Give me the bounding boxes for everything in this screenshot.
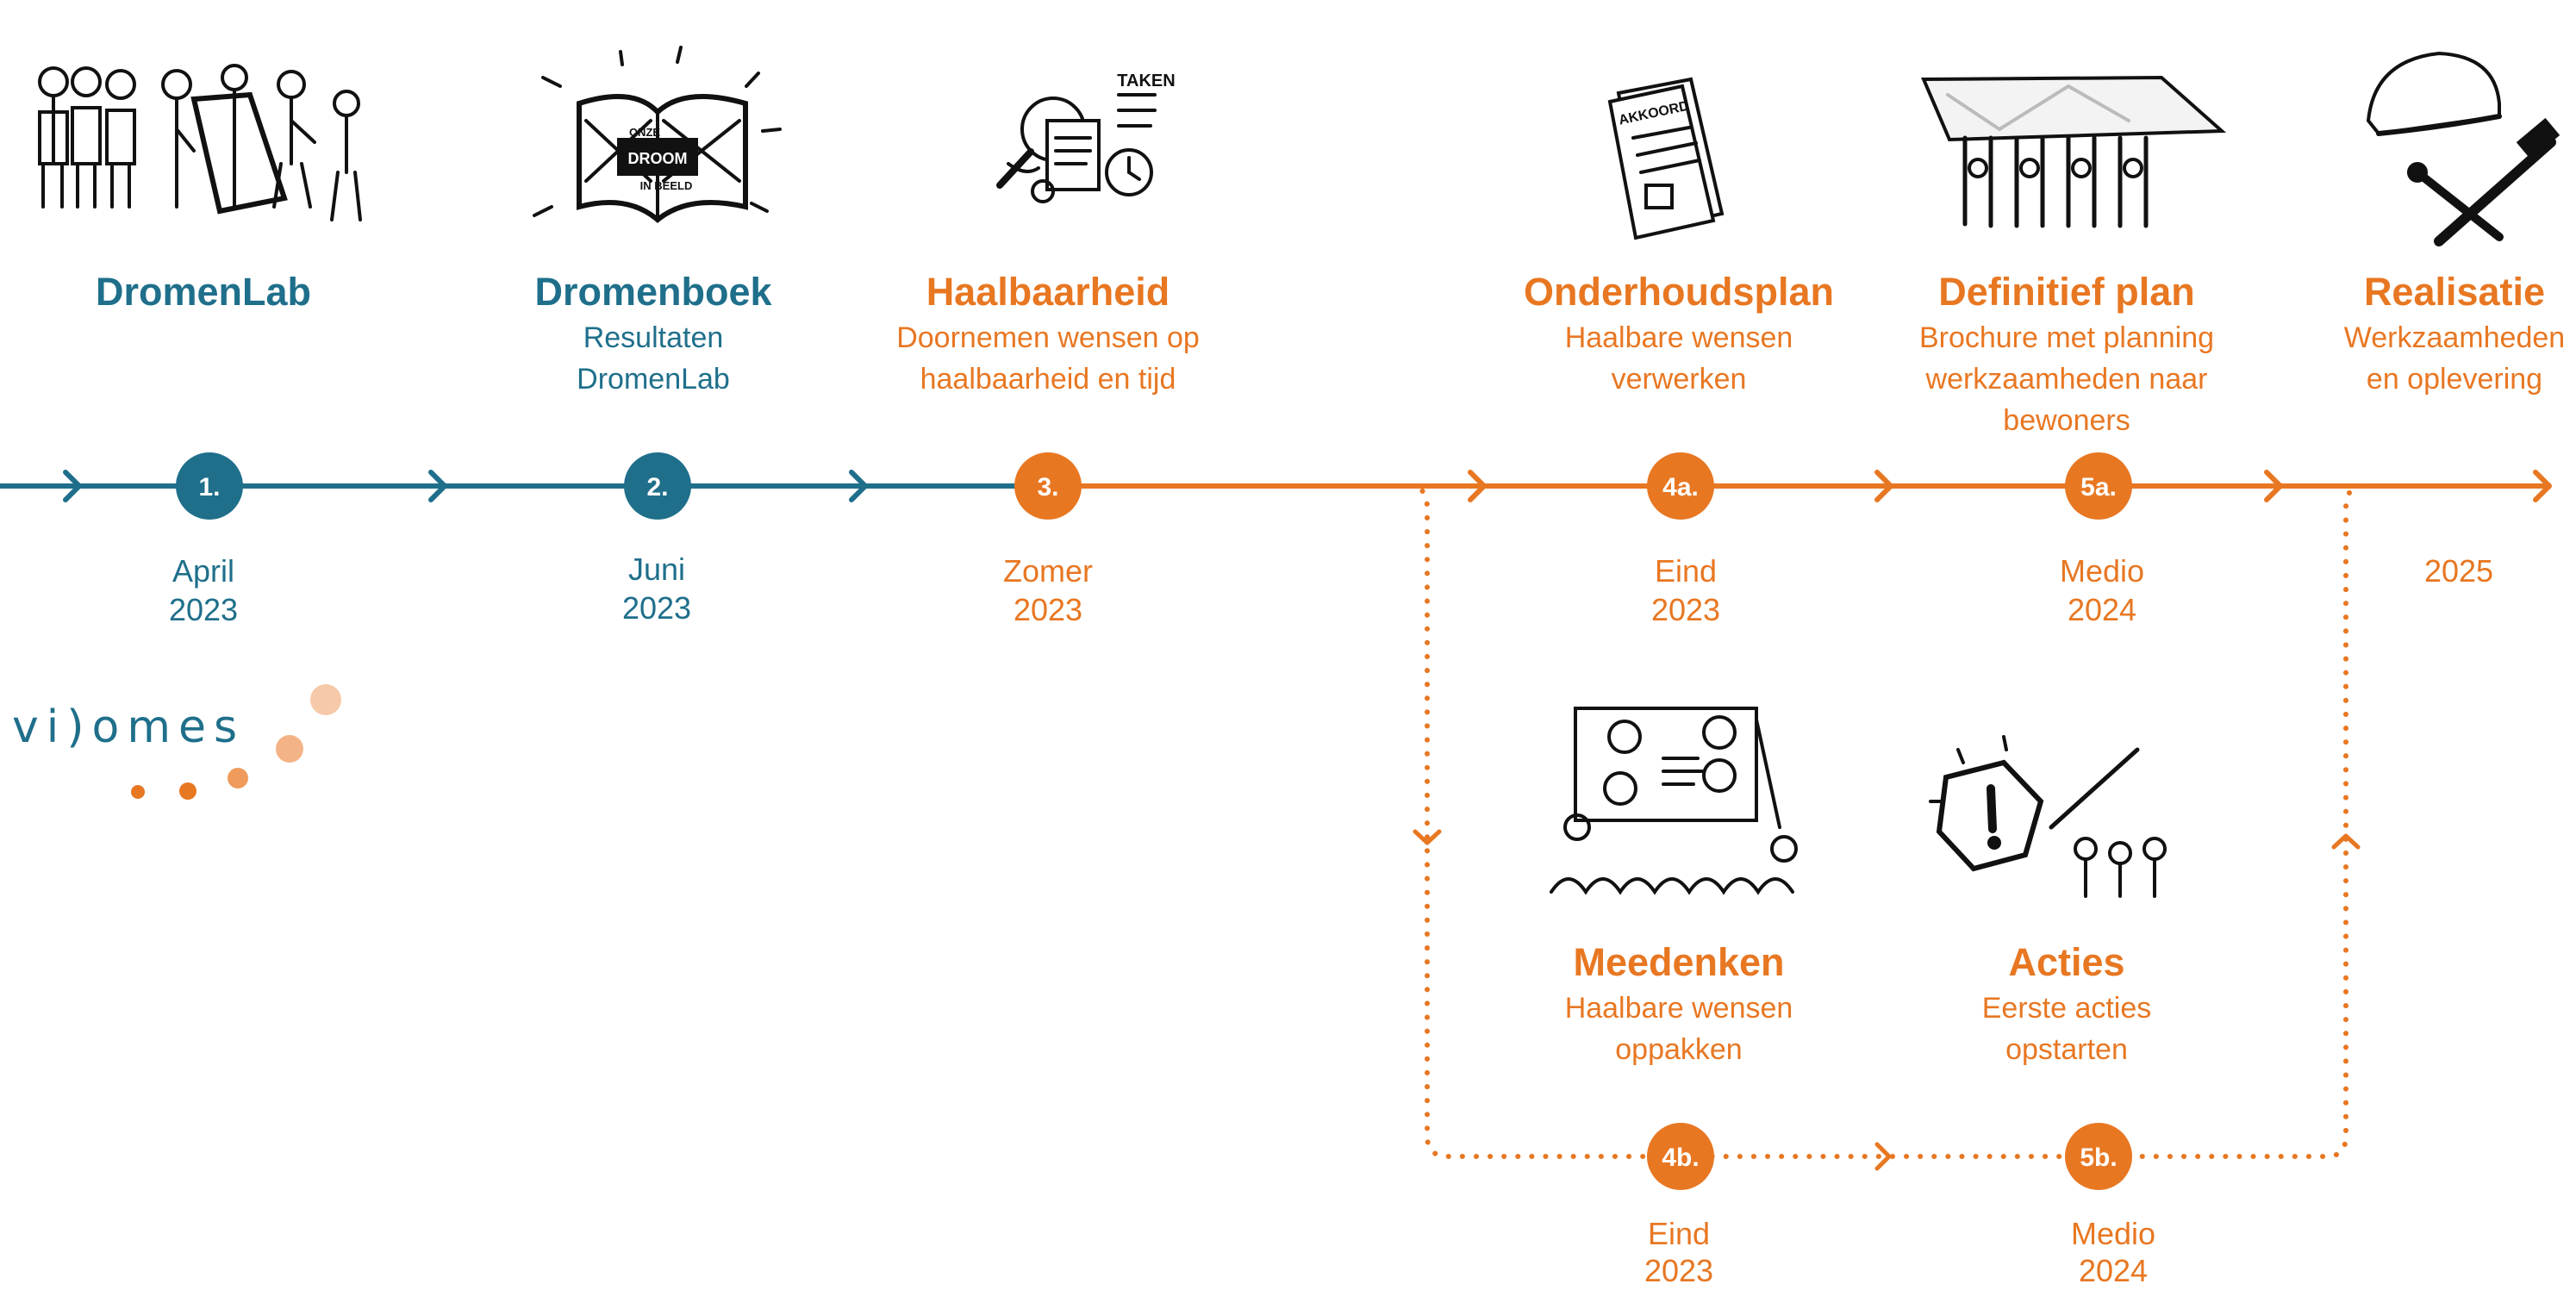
magnifier-tasks-icon <box>996 93 1157 203</box>
phase-desc-onderhoudsplan: Haalbare wensen verwerken <box>1564 321 1793 396</box>
agreement-document-icon <box>1607 77 1725 240</box>
arrow-chevron-icon <box>1468 470 1487 502</box>
phase-title-acties: Acties <box>2008 940 2125 984</box>
presentation-audience-icon <box>1550 707 1798 895</box>
dream-book-icon <box>533 46 782 223</box>
phase-desc-definitief-plan: Brochure met planning werkzaamheden naar… <box>1918 321 2215 437</box>
date-year-1: 2023 <box>168 592 239 627</box>
step-number-4a: 4a. <box>1662 473 1699 502</box>
arrow-up-icon <box>2331 833 2361 850</box>
step-circle-4b <box>1647 1123 1714 1190</box>
arrow-chevron-icon <box>2533 470 2552 502</box>
people-holding-map-icon <box>1920 75 2227 228</box>
step-number-3: 3. <box>1037 473 1058 502</box>
date-month-3: Zomer <box>1002 553 1094 589</box>
logo-dots <box>131 684 341 800</box>
step-circle-4a <box>1647 452 1714 520</box>
phase-title-onderhoudsplan: Onderhoudsplan <box>1524 270 1834 314</box>
arrow-chevron-icon <box>1874 470 1893 502</box>
taken-label: TAKEN <box>1117 72 1175 90</box>
date-month-4b: Eind <box>1647 1216 1711 1251</box>
phase-title-realisatie: Realisatie <box>2363 270 2546 314</box>
phase-desc-meedenken: Haalbare wensen oppakken <box>1564 992 1793 1066</box>
phase-desc-acties: Eerste acties opstarten <box>1981 992 2152 1066</box>
date-year-2: 2023 <box>621 590 692 626</box>
date-month-5a: Medio <box>2059 553 2145 589</box>
phase-title-definitief-plan: Definitief plan <box>1938 270 2195 314</box>
phase-title-dromenboek: Dromenboek <box>534 270 772 314</box>
date-month-5b: Medio <box>2070 1216 2156 1251</box>
date-year-4b: 2023 <box>1644 1253 1714 1288</box>
vidomes-logo: vi)omes <box>12 701 246 753</box>
people-raising-sign-icon <box>1929 735 2167 898</box>
people-with-sign-icon <box>38 64 362 221</box>
date-year-5a: 2024 <box>2067 592 2137 627</box>
date-month-4a: Eind <box>1654 553 1718 589</box>
book-text-top: ONZE <box>629 126 660 139</box>
phase-desc-haalbaarheid: Doornemen wensen op haalbaarheid en tijd <box>896 321 1200 396</box>
helmet-tools-icon <box>2366 51 2560 246</box>
step-number-1: 1. <box>198 473 220 502</box>
date-year-5b: 2024 <box>2078 1253 2149 1288</box>
arrow-chevron-icon <box>849 470 868 502</box>
arrow-chevron-icon <box>1874 1142 1892 1171</box>
phase-title-meedenken: Meedenken <box>1573 940 1785 984</box>
arrow-down-icon <box>1413 829 1442 845</box>
book-text-mid: DROOM <box>628 150 688 167</box>
step-number-4b: 4b. <box>1662 1144 1699 1172</box>
date-month-2: Juni <box>627 552 686 587</box>
phase-desc-dromenboek: Resultaten DromenLab <box>577 321 730 396</box>
phase-title-dromenlab: DromenLab <box>95 270 312 314</box>
date-month-1: April <box>172 553 235 589</box>
step-circle-3 <box>1014 452 1082 520</box>
step-circle-2 <box>624 452 691 520</box>
phase-desc-realisatie: Werkzaamheden en oplevering <box>2343 321 2566 396</box>
arrow-chevron-icon <box>2264 470 2283 502</box>
arrow-chevron-icon <box>428 470 447 502</box>
step-circle-1 <box>176 452 243 520</box>
date-year-4a: 2023 <box>1650 592 1721 627</box>
date-year-realisatie: 2025 <box>2423 553 2494 589</box>
date-year-3: 2023 <box>1013 592 1083 627</box>
book-text-bot: IN BEELD <box>640 179 693 192</box>
step-number-5a: 5a. <box>2080 473 2117 502</box>
phase-title-haalbaarheid: Haalbaarheid <box>926 270 1170 314</box>
step-circle-5a <box>2065 452 2132 520</box>
step-circle-5b <box>2065 1123 2132 1190</box>
arrow-chevron-icon <box>63 470 82 502</box>
step-number-5b: 5b. <box>2080 1144 2117 1172</box>
step-number-2: 2. <box>646 473 668 502</box>
